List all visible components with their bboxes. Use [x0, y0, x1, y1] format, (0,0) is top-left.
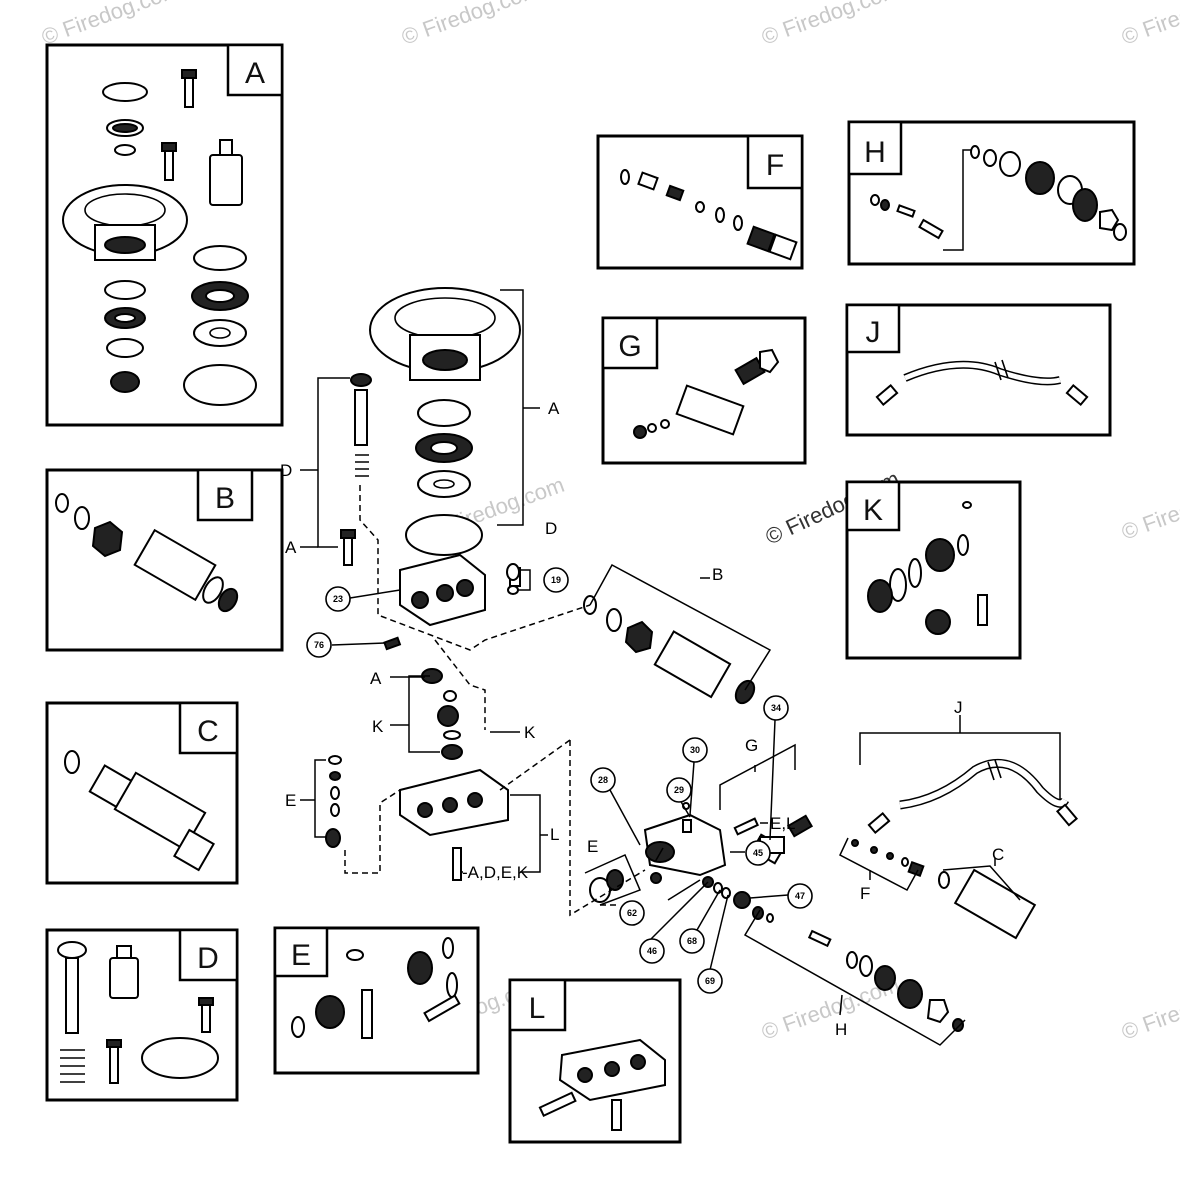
label-e-l: E,L	[770, 814, 796, 833]
kit-h-box: H	[847, 120, 1136, 266]
callout-19: 19	[543, 567, 569, 593]
svg-text:62: 62	[627, 908, 637, 918]
label-a-top: A	[548, 399, 560, 418]
label-h-main: H	[835, 1020, 847, 1039]
svg-text:30: 30	[690, 745, 700, 755]
callout-28: 28	[590, 767, 616, 793]
kit-e-letter: E	[291, 939, 311, 972]
kit-d-letter: D	[197, 942, 219, 975]
label-a-left: A	[285, 538, 297, 557]
label-e-left: E	[285, 791, 296, 810]
kit-f-box: F	[596, 134, 804, 270]
kit-g-box: G	[601, 316, 807, 465]
svg-text:28: 28	[598, 775, 608, 785]
kit-h-letter: H	[864, 136, 886, 169]
callout-62: 62	[619, 900, 645, 926]
callouts: 19 23 76 34 30 29 28 45 47 62 46 68 69	[306, 567, 813, 994]
svg-text:68: 68	[687, 936, 697, 946]
label-k-left: K	[372, 717, 384, 736]
callout-46: 46	[639, 938, 665, 964]
label-b-main: B	[712, 565, 723, 584]
label-f-main: F	[860, 884, 870, 903]
label-d-right: D	[545, 519, 557, 538]
label-e-right: E	[587, 837, 598, 856]
kit-l-box: L	[508, 978, 682, 1144]
svg-text:47: 47	[795, 891, 805, 901]
label-c-main: C	[992, 845, 1004, 864]
callout-30: 30	[682, 737, 708, 763]
watermark: © Firedog.com	[1118, 472, 1180, 545]
kit-g-letter: G	[618, 330, 641, 363]
label-a-mid: A	[370, 669, 382, 688]
label-j-main: J	[954, 698, 963, 717]
kit-c-letter: C	[197, 715, 219, 748]
svg-text:76: 76	[314, 640, 324, 650]
kit-j-box: J	[845, 303, 1112, 437]
svg-text:19: 19	[551, 575, 561, 585]
kit-j-letter: J	[866, 316, 881, 349]
label-k-right: K	[524, 723, 536, 742]
label-d-left: D	[280, 461, 292, 480]
label-adek: -A,D,E,K	[462, 863, 529, 882]
watermark: © Firedog.com	[38, 0, 182, 50]
kit-a-box: A	[45, 43, 284, 427]
diagram-labels: A D D A B A K K E L -A,D,E,K G E,L J E C…	[280, 399, 1004, 1039]
callout-23: 23	[325, 586, 351, 612]
watermark: © Firedog.com	[1118, 972, 1180, 1045]
svg-text:45: 45	[753, 848, 763, 858]
kit-l-letter: L	[529, 992, 546, 1025]
callout-68: 68	[679, 928, 705, 954]
callout-34: 34	[763, 695, 789, 721]
kit-b-box: B	[45, 468, 284, 652]
watermark: © Firedog.com	[1118, 0, 1180, 50]
kit-k-letter: K	[863, 494, 883, 527]
watermark: © Firedog.com	[398, 0, 542, 50]
svg-text:34: 34	[771, 703, 781, 713]
svg-text:23: 23	[333, 594, 343, 604]
kit-c-box: C	[45, 701, 239, 885]
callout-69: 69	[697, 968, 723, 994]
svg-text:29: 29	[674, 785, 684, 795]
main-pump-assembly	[325, 287, 1079, 1032]
kit-k-box: K	[845, 480, 1022, 660]
callout-45: 45	[745, 840, 771, 866]
svg-text:69: 69	[705, 976, 715, 986]
watermark: © Firedog.com	[758, 0, 902, 50]
leader-lines	[300, 289, 1061, 1046]
kit-e-box: E	[273, 926, 480, 1075]
kit-d-box: D	[45, 928, 239, 1102]
callout-29: 29	[666, 777, 692, 803]
callout-47: 47	[787, 883, 813, 909]
kit-f-letter: F	[766, 149, 784, 182]
callout-76: 76	[306, 632, 332, 658]
label-g-main: G	[745, 736, 758, 755]
label-l-main: L	[550, 825, 559, 844]
kit-a-letter: A	[245, 57, 265, 90]
svg-text:46: 46	[647, 946, 657, 956]
kit-b-letter: B	[215, 482, 235, 515]
